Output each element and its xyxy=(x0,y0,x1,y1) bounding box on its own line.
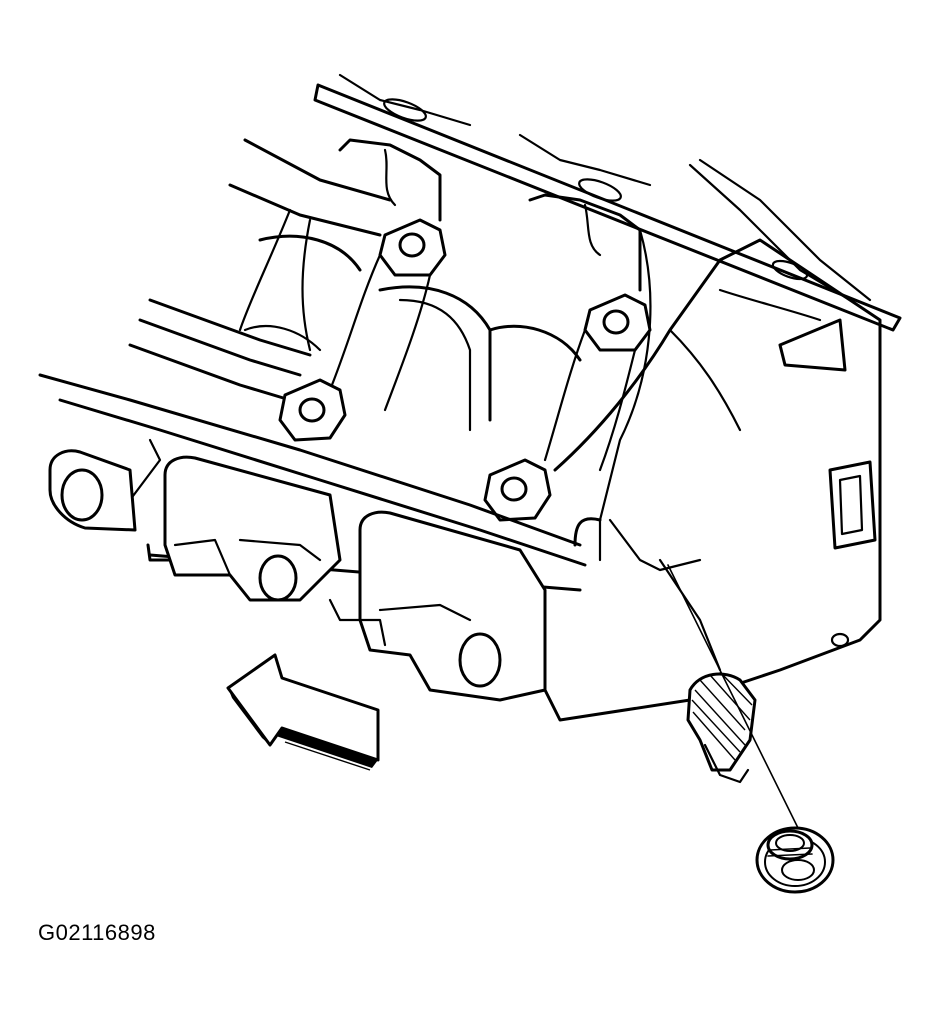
drain-port xyxy=(686,671,757,784)
bolt-boss-lower-2 xyxy=(483,458,552,522)
bolt-boss-upper-1 xyxy=(328,218,447,412)
leader-line xyxy=(667,564,801,833)
cylinder-bores xyxy=(243,234,582,432)
upper-ribs xyxy=(128,138,642,402)
deck-rail xyxy=(313,73,902,332)
bearing-saddles xyxy=(48,449,547,702)
bolt-boss-lower-1 xyxy=(278,378,347,442)
block-rear-face xyxy=(543,228,882,722)
drain-plug-icon xyxy=(755,826,835,894)
front-direction-arrow-icon xyxy=(226,653,380,771)
bolt-boss-upper-2 xyxy=(543,293,652,472)
figure-id-label: G02116898 xyxy=(38,920,156,945)
